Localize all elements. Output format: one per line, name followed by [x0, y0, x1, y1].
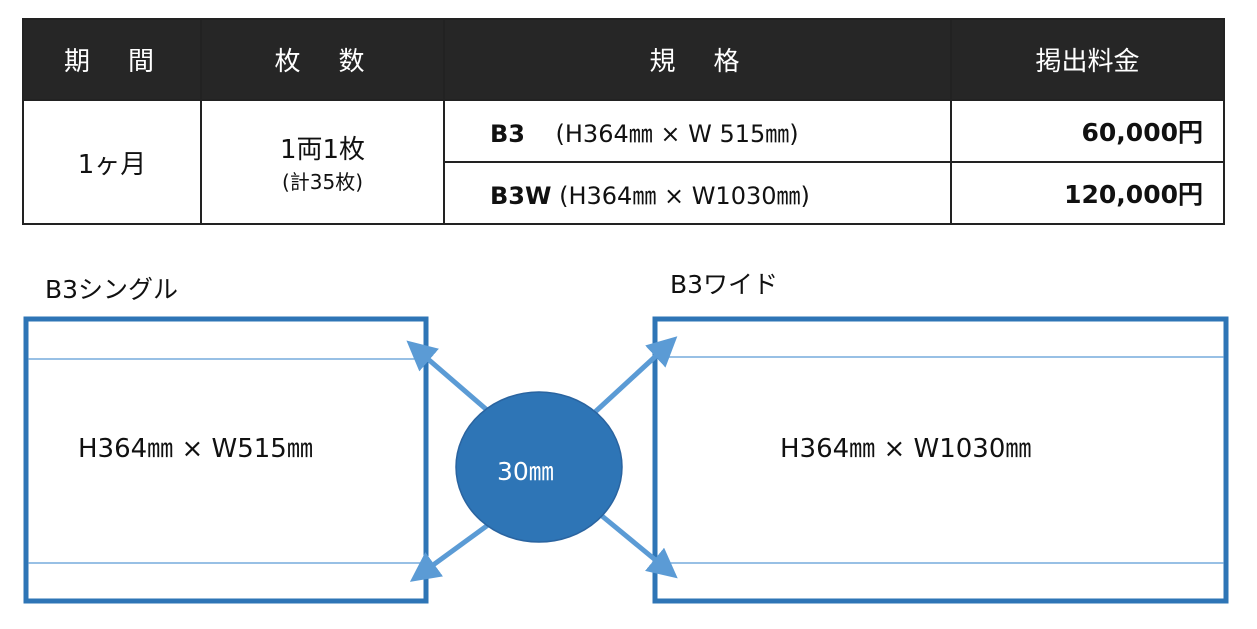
margin-label: 30㎜ — [497, 457, 554, 486]
wide-label: B3ワイド — [670, 270, 779, 299]
size-name: B3 — [490, 119, 525, 148]
margin-circle — [455, 391, 623, 543]
spec-cell: B3 (H364㎜ × W 515㎜) — [443, 99, 952, 163]
spec-cell: B3W (H364㎜ × W1030㎜) — [443, 161, 952, 225]
size-dims: (H364㎜ × W1030㎜) — [559, 181, 810, 210]
table-row: B3W (H364㎜ × W1030㎜) 120,000円 — [23, 161, 1225, 225]
single-dims: H364㎜ × W515㎜ — [78, 434, 313, 464]
count-value: 1両1枚 — [279, 135, 366, 165]
price-cell: 60,000円 — [950, 99, 1225, 163]
table-row: 1ヶ月 1両1枚 (計35枚) B3 (H364㎜ × W 515㎜) 60,0… — [22, 99, 1225, 225]
table-header-row: 期 間 枚 数 規 格 掲出料金 — [22, 18, 1225, 101]
pricing-table: 期 間 枚 数 規 格 掲出料金 1ヶ月 1両1枚 (計35枚) B3 (H36… — [22, 18, 1225, 225]
size-dims: (H364㎜ × W 515㎜) — [555, 119, 799, 148]
price-cell: 120,000円 — [950, 161, 1225, 225]
single-label: B3シングル — [45, 275, 179, 304]
wide-dims: H364㎜ × W1030㎜ — [780, 434, 1032, 464]
margin-arrows — [406, 336, 678, 582]
single-frame — [23, 316, 429, 604]
header-spec: 規 格 — [443, 18, 952, 101]
size-name: B3W — [490, 181, 552, 210]
count-total: (計35枚) — [281, 170, 364, 194]
wide-frame — [652, 316, 1229, 604]
period-cell: 1ヶ月 — [22, 99, 202, 225]
count-cell: 1両1枚 (計35枚) — [200, 99, 445, 225]
header-count: 枚 数 — [200, 18, 445, 101]
header-period: 期 間 — [22, 18, 202, 101]
header-price: 掲出料金 — [950, 18, 1225, 101]
